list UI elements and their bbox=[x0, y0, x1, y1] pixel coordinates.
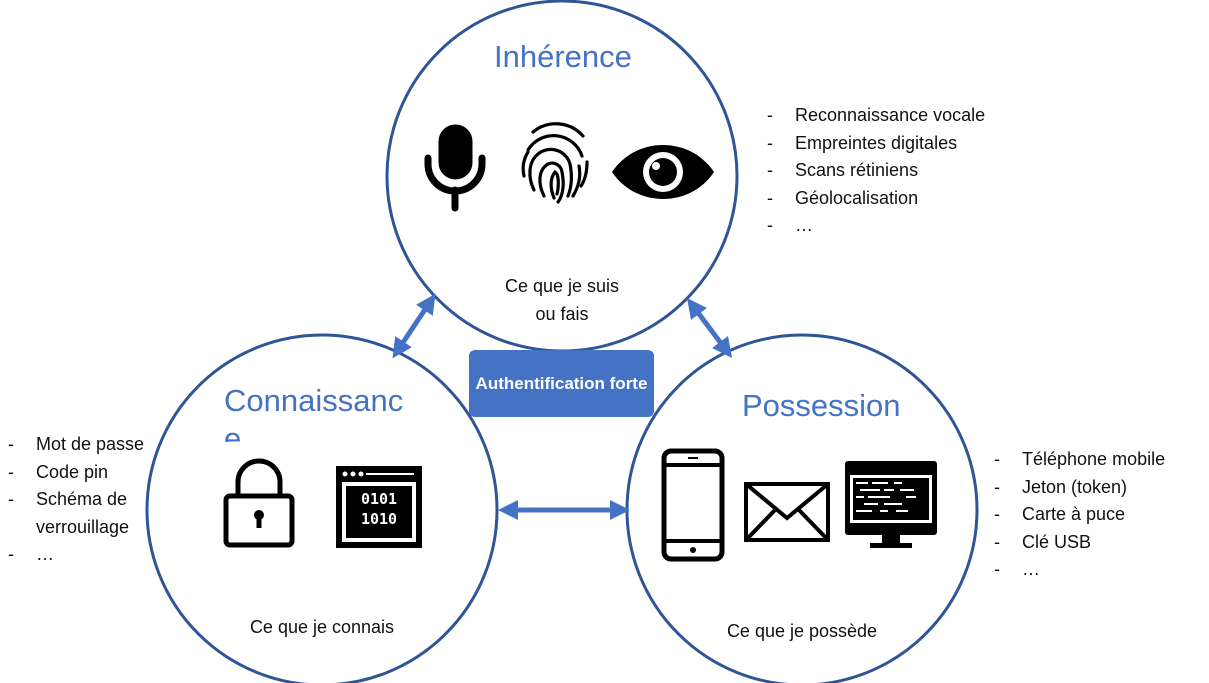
connaissance-title-line1: Connaissanc bbox=[224, 383, 404, 418]
possession-examples-list: Téléphone mobile Jeton (token) Carte à p… bbox=[994, 446, 1204, 584]
list-item: … bbox=[767, 212, 1027, 240]
list-item: … bbox=[994, 556, 1204, 584]
connaissance-title: Connaissanc e bbox=[224, 382, 403, 442]
binary-line-1: 0101 bbox=[360, 490, 398, 508]
list-item: Jeton (token) bbox=[994, 474, 1204, 502]
list-item: Empreintes digitales bbox=[767, 130, 1027, 158]
arrow-inherence-connaissance bbox=[392, 293, 436, 359]
inherence-caption: Ce que je suis ou fais bbox=[482, 272, 642, 328]
list-item: Schéma de verrouillage bbox=[8, 486, 153, 541]
envelope-icon bbox=[744, 482, 830, 542]
inherence-caption-line1: Ce que je suis bbox=[504, 276, 620, 296]
list-item: Géolocalisation bbox=[767, 185, 1027, 213]
list-item: Code pin bbox=[8, 459, 153, 487]
inherence-title: Inhérence bbox=[494, 39, 632, 74]
fingerprint-icon bbox=[521, 122, 589, 204]
inherence-caption-line2: ou fais bbox=[535, 304, 589, 324]
arrow-inherence-possession bbox=[687, 298, 732, 358]
inherence-examples-list: Reconnaissance vocale Empreintes digital… bbox=[767, 102, 1027, 240]
list-item: Carte à puce bbox=[994, 501, 1204, 529]
list-item: Mot de passe bbox=[8, 431, 153, 459]
possession-title: Possession bbox=[742, 388, 901, 423]
list-item: Reconnaissance vocale bbox=[767, 102, 1027, 130]
list-item: Clé USB bbox=[994, 529, 1204, 557]
list-item: … bbox=[8, 541, 153, 569]
computer-monitor-icon bbox=[845, 461, 937, 548]
binary-code-text: 0101 1010 bbox=[346, 489, 412, 529]
microphone-icon bbox=[424, 124, 486, 212]
list-item: Scans rétiniens bbox=[767, 157, 1027, 185]
eye-icon bbox=[612, 145, 714, 199]
strong-authentication-box: Authentification forte bbox=[469, 350, 654, 417]
connaissance-title-line2: e bbox=[224, 421, 242, 442]
connaissance-caption: Ce que je connais bbox=[249, 617, 395, 637]
binary-code-window-icon bbox=[336, 466, 422, 548]
binary-line-2: 1010 bbox=[360, 510, 398, 528]
possession-caption: Ce que je possède bbox=[726, 621, 878, 641]
list-item: Téléphone mobile bbox=[994, 446, 1204, 474]
connaissance-examples-list: Mot de passe Code pin Schéma de verrouil… bbox=[8, 431, 153, 569]
padlock-icon bbox=[223, 458, 295, 548]
mobile-phone-icon bbox=[661, 448, 725, 562]
